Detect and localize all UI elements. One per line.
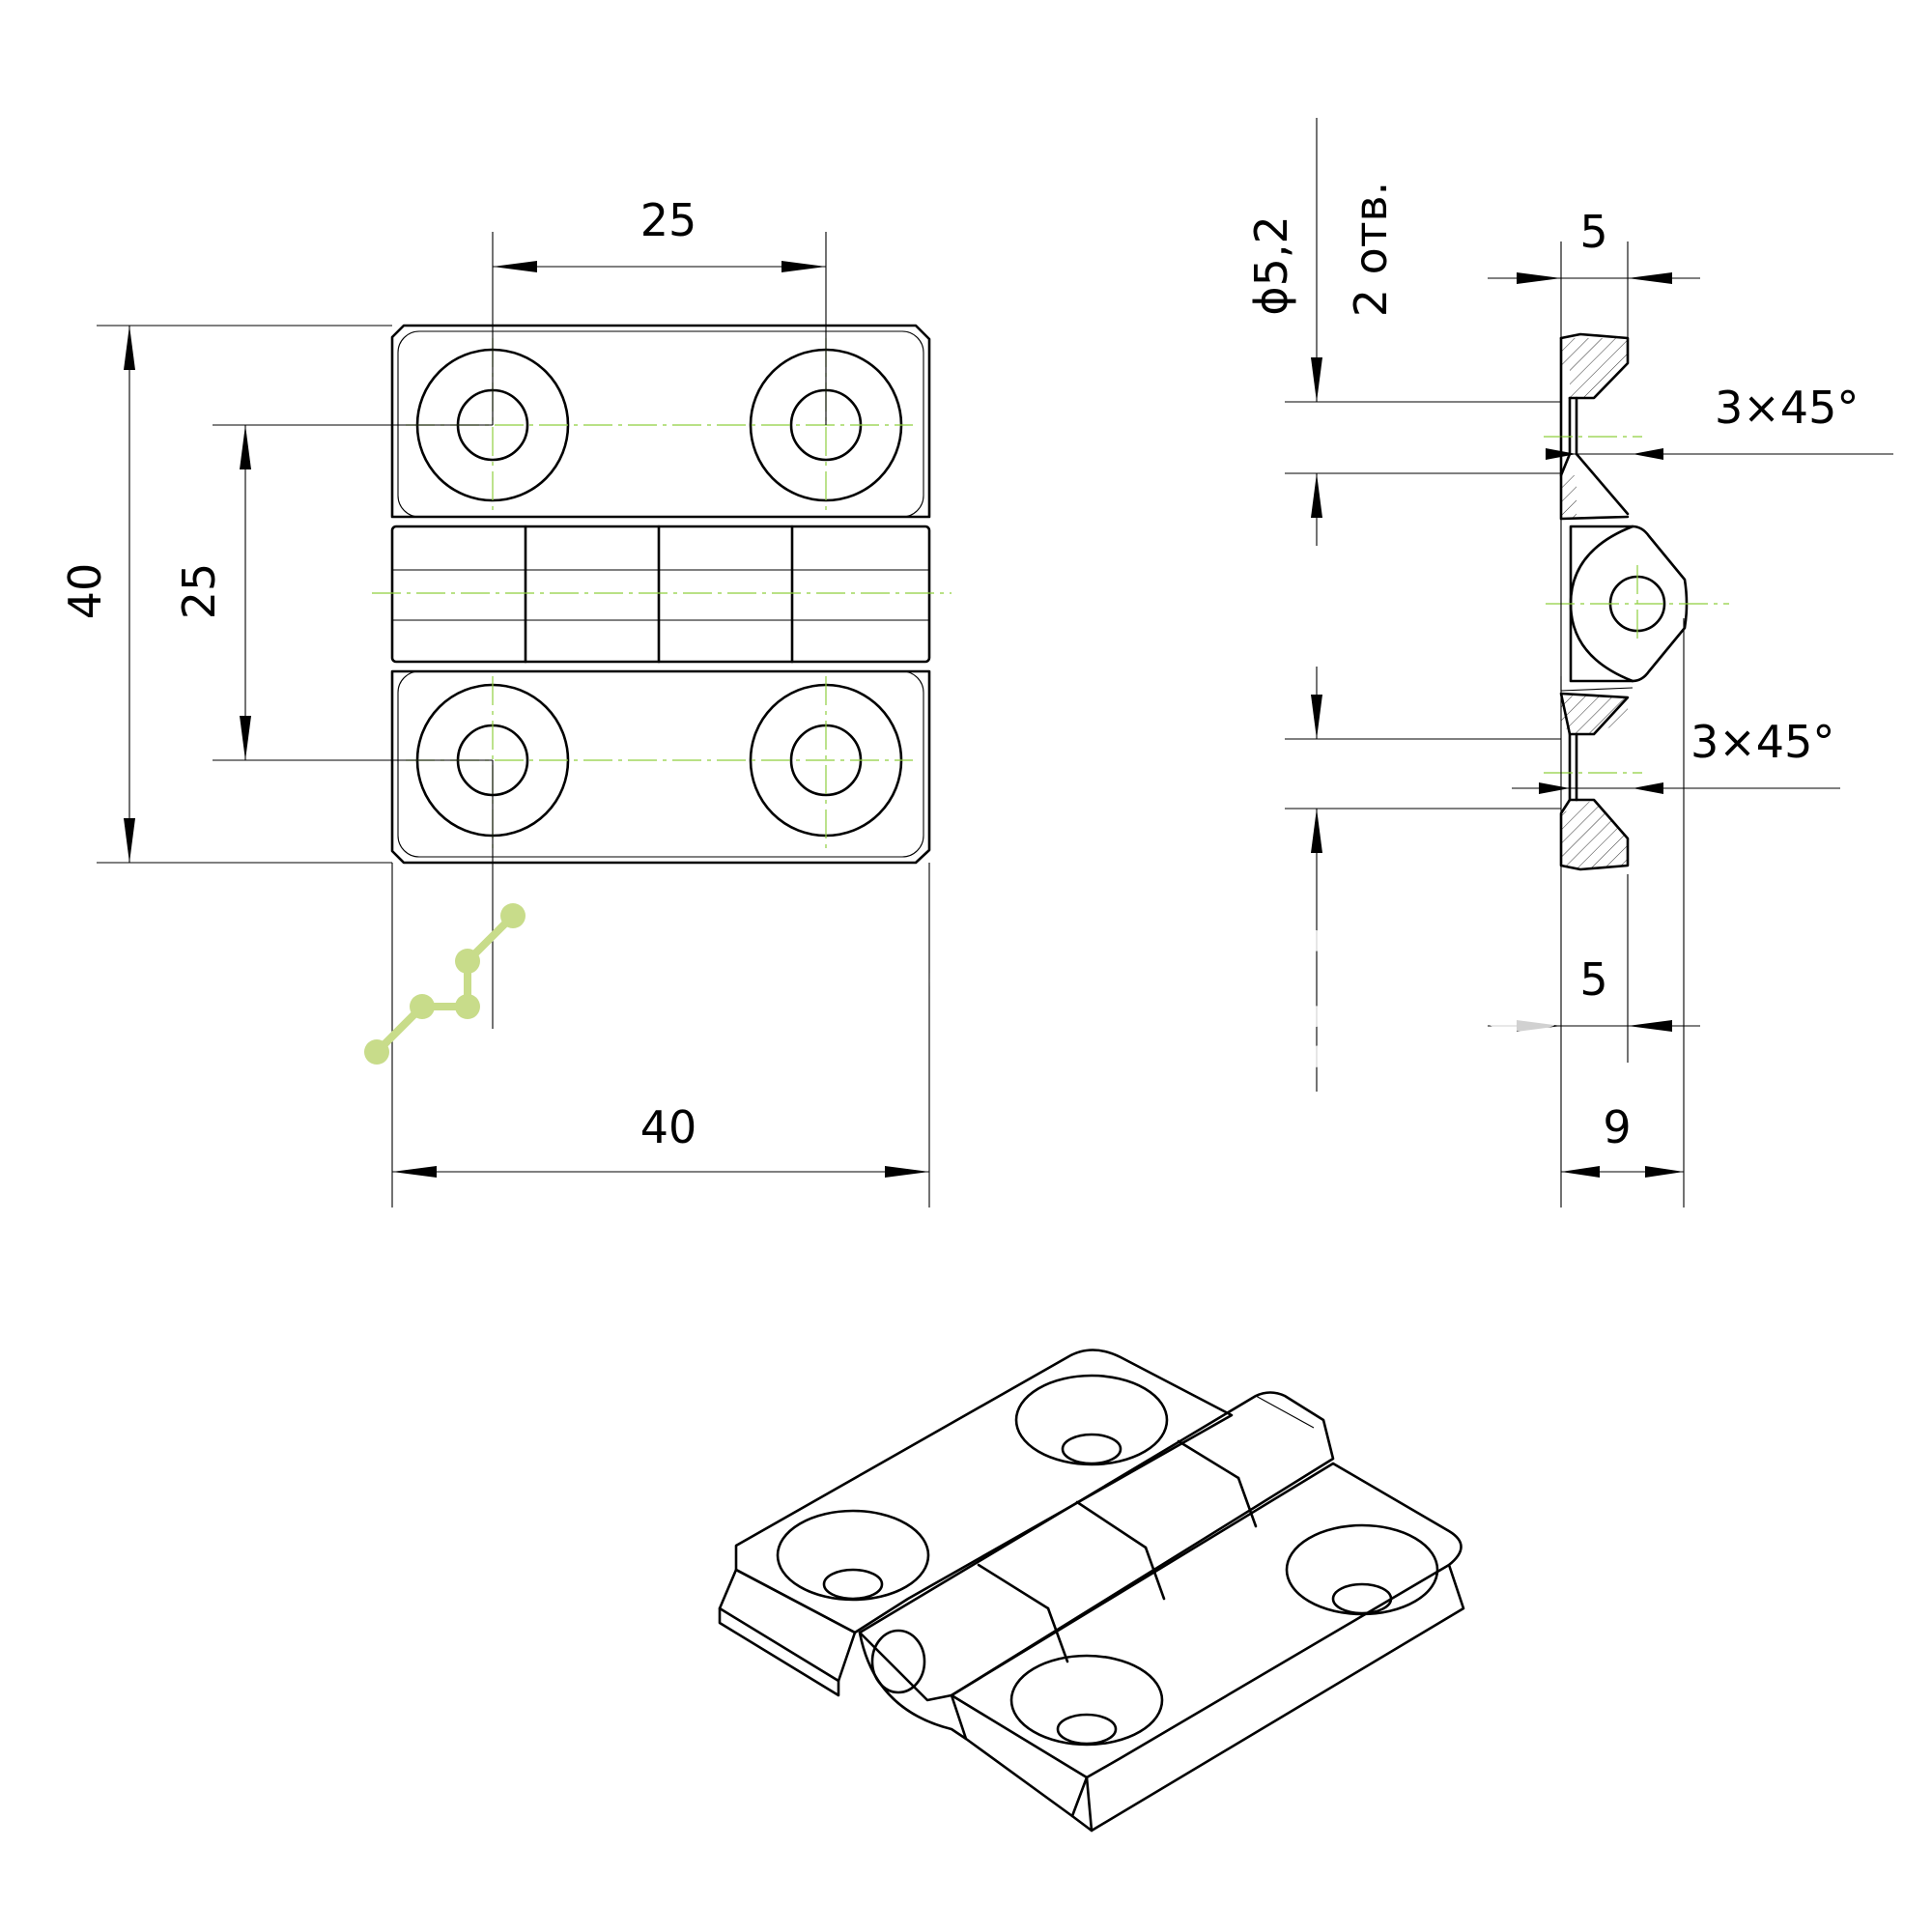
bottom-leaf-outline: [390, 669, 931, 865]
dim-bottom-leaf-thickness: 5: [1488, 953, 1700, 1032]
side-top-leaf: [1559, 332, 1630, 521]
dim-hole-diameter-lower: [1311, 667, 1322, 1092]
dim-text-5-top: 5: [1579, 206, 1607, 258]
hinge-knuckles: [390, 525, 931, 664]
isometric-view: [718, 1349, 1465, 1833]
dim-text-25-vertical: 25: [173, 563, 225, 620]
dim-text-25-horizontal: 25: [640, 194, 697, 246]
dim-text-5-bottom: 5: [1579, 953, 1607, 1006]
dim-hole-diameter-upper: ϕ5,2 2 отв.: [1245, 118, 1397, 546]
dim-chamfer-bottom: 3×45°: [1512, 716, 1840, 794]
watermark-logo-icon: [363, 902, 526, 1065]
dim-text-2-holes: 2 отв.: [1345, 182, 1397, 318]
dim-chamfer-top: 3×45°: [1546, 382, 1893, 460]
top-leaf-inner: [397, 330, 924, 518]
dim-hole-spacing-horizontal: 25: [493, 194, 826, 272]
iso-right-leaf: [950, 1462, 1465, 1833]
dim-text-9: 9: [1603, 1101, 1631, 1153]
iso-left-leaf: [718, 1349, 1234, 1697]
side-knuckle: [1560, 525, 1689, 692]
watermark-brand: purelogic: [553, 862, 1567, 1071]
dim-top-leaf-thickness: 5: [1488, 206, 1700, 284]
dim-text-chamfer-bottom: 3×45°: [1690, 716, 1834, 768]
dim-text-40-horizontal: 40: [640, 1101, 697, 1153]
dim-width: 40: [392, 1101, 929, 1178]
side-view: ϕ5,2 2 отв. 5 3×45° 3: [1245, 118, 1893, 1208]
watermark: purelogic research & development: [363, 862, 1567, 1074]
watermark-tagline: research & development: [611, 1030, 1258, 1074]
side-extension-lines: [1285, 242, 1685, 1208]
dim-height: 40: [59, 326, 135, 863]
top-leaf-outline: [390, 324, 931, 519]
side-axis-lines: [1544, 436, 1729, 774]
bottom-leaf-inner: [397, 670, 924, 858]
front-view: 25 40 25 40: [59, 194, 952, 1208]
dim-hole-spacing-vertical: 25: [173, 425, 251, 760]
dim-text-chamfer-top: 3×45°: [1715, 382, 1859, 434]
dim-text-phi-5-2: ϕ5,2: [1245, 215, 1297, 316]
side-bottom-leaf: [1559, 692, 1630, 871]
iso-knuckle: [858, 1391, 1335, 1741]
dim-total-thickness: 9: [1561, 1101, 1684, 1178]
dim-text-40-vertical: 40: [59, 563, 111, 620]
